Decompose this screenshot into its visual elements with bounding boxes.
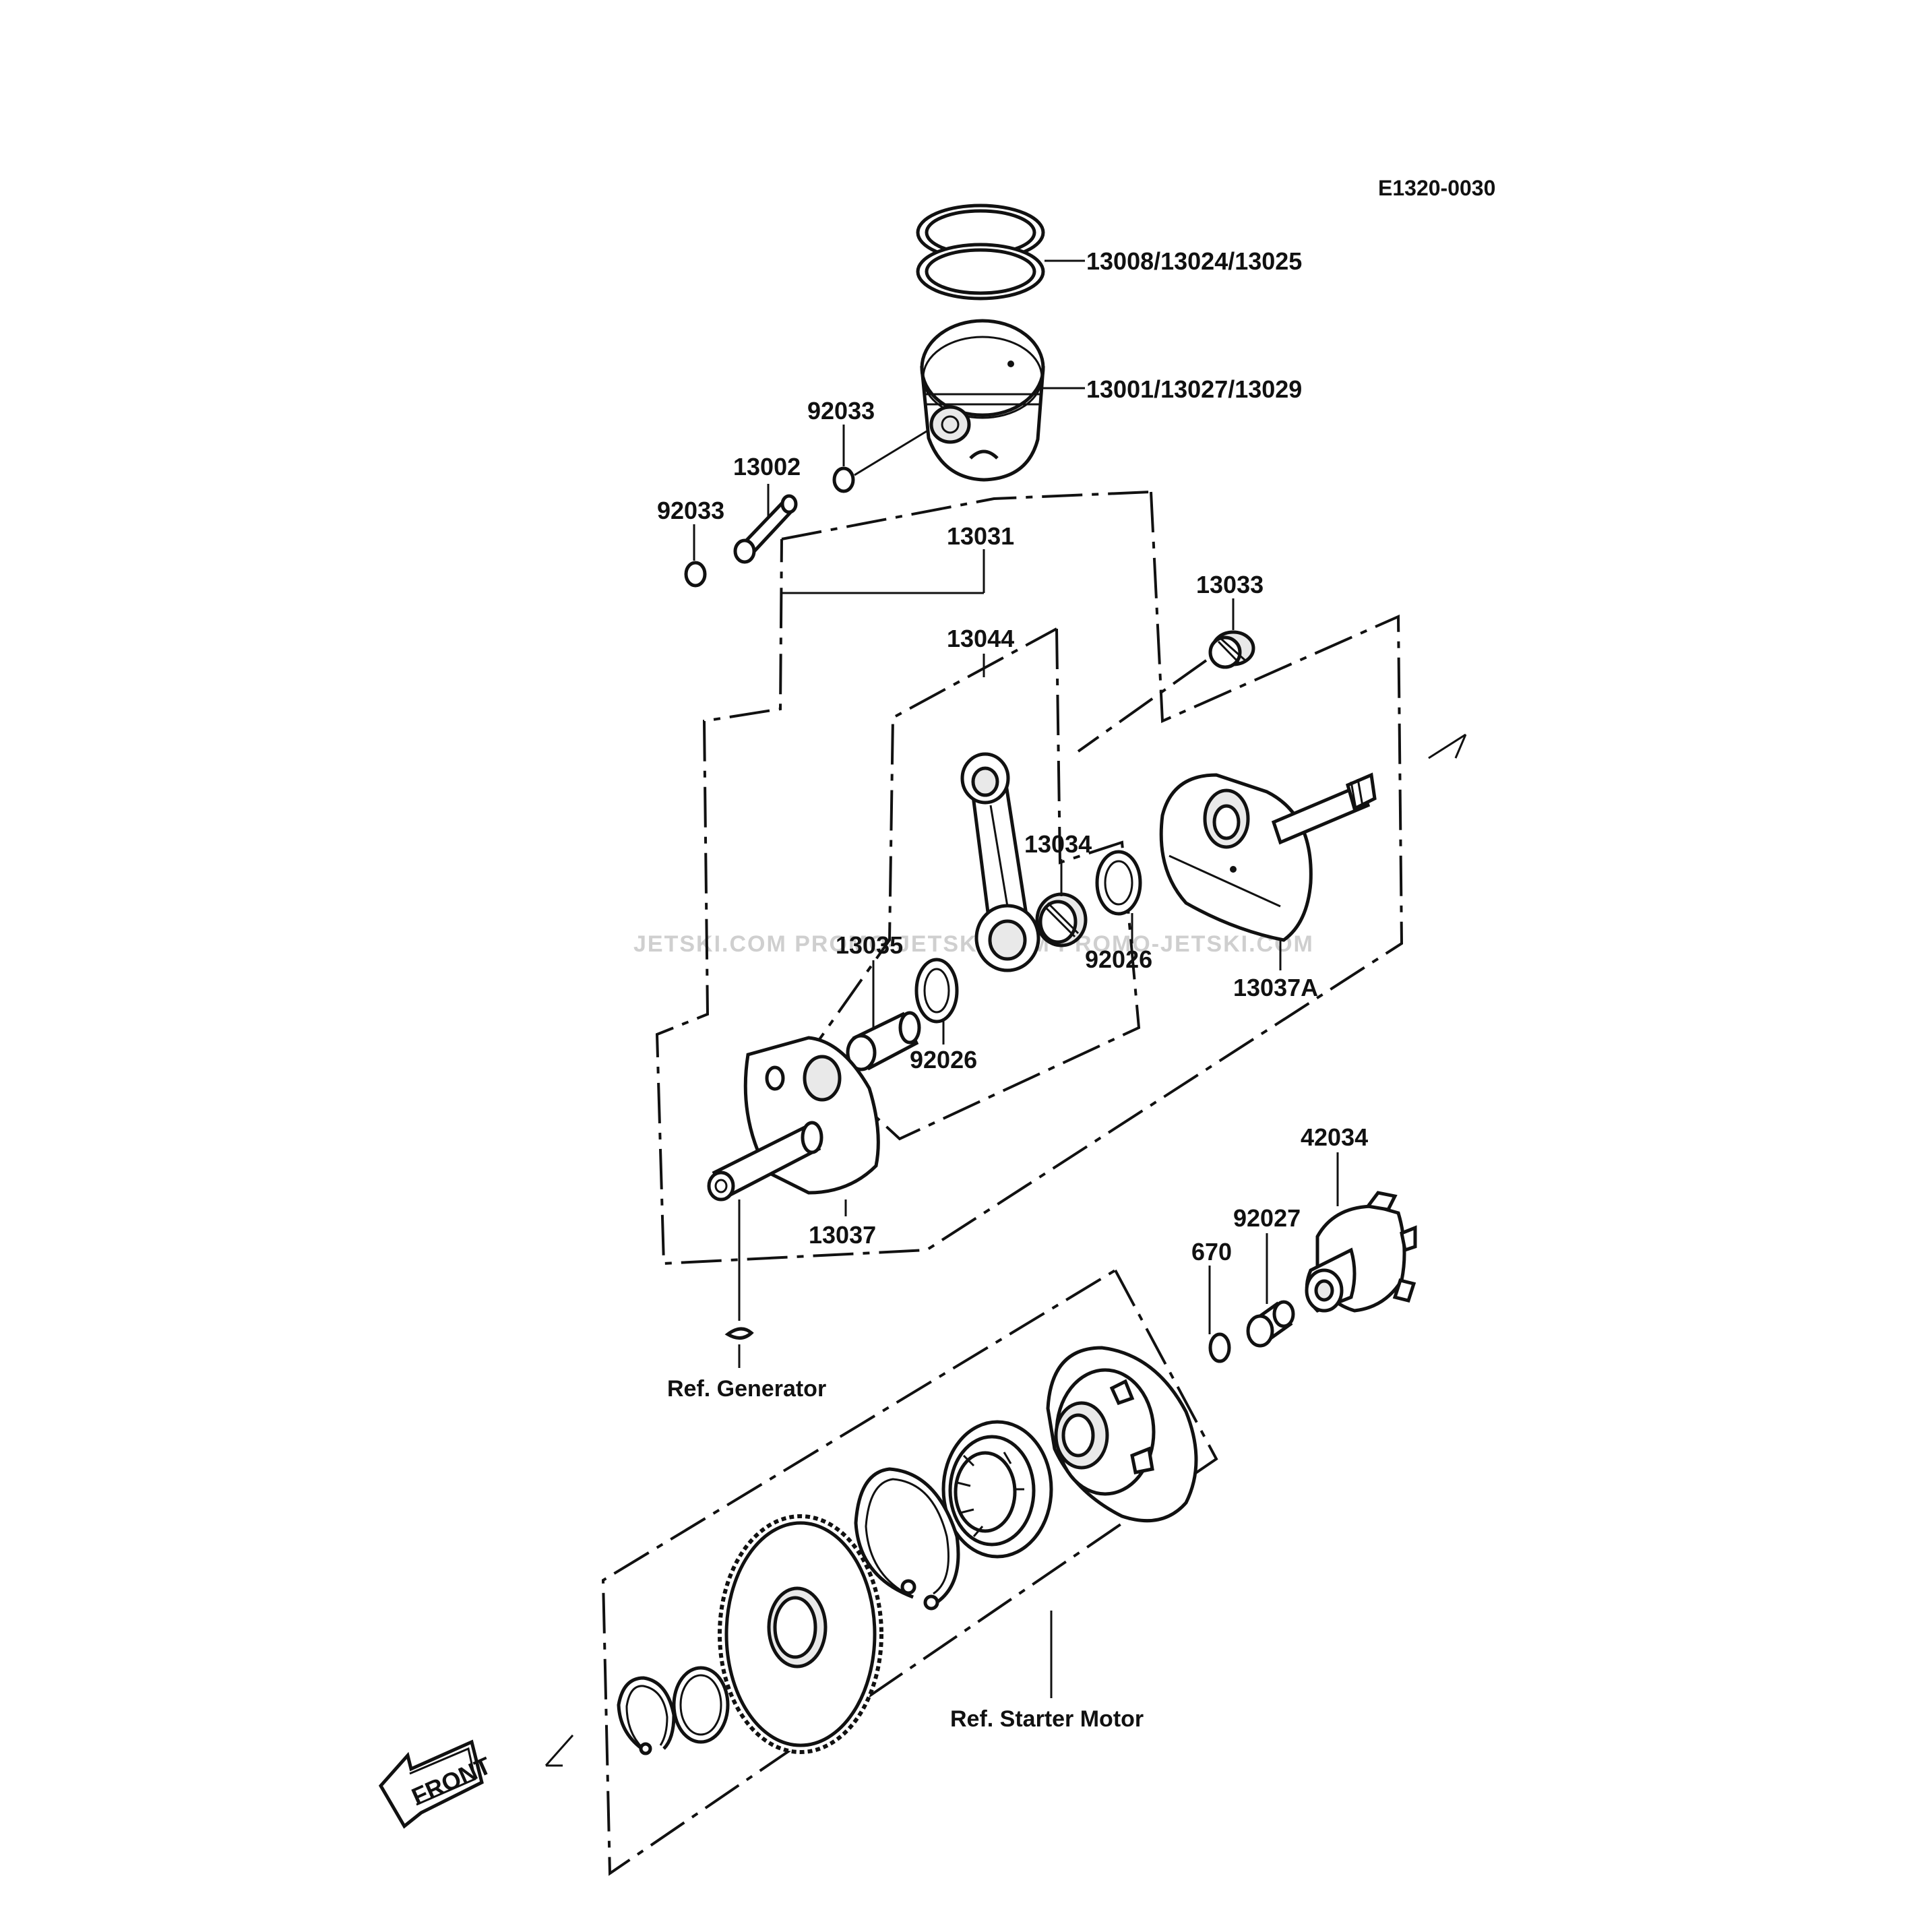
label-rod-assy: 13044 bbox=[947, 625, 1014, 652]
leader-clip-upper-to-piston bbox=[854, 430, 927, 476]
label-piston: 13001/13027/13029 bbox=[1086, 375, 1302, 403]
axis-mark-upper-b bbox=[1454, 734, 1467, 759]
label-oring: 670 bbox=[1191, 1238, 1232, 1266]
thrust-washer-left[interactable] bbox=[914, 958, 959, 1024]
woodruff-key[interactable] bbox=[724, 1327, 754, 1340]
label-flywheel-right: 13037A bbox=[1233, 974, 1318, 1001]
label-washer-right: 92026 bbox=[1085, 945, 1152, 973]
piston[interactable] bbox=[920, 319, 1045, 482]
small-end-bearing[interactable] bbox=[1208, 630, 1255, 669]
bushing[interactable] bbox=[1246, 1300, 1295, 1348]
starter-gear[interactable] bbox=[718, 1514, 883, 1754]
label-clip-upper: 92033 bbox=[807, 397, 875, 425]
diagram-code: E1320-0030 bbox=[1378, 176, 1495, 200]
label-pin: 13002 bbox=[733, 453, 801, 480]
piston-pin-clip-upper[interactable] bbox=[832, 466, 855, 493]
big-end-bearing[interactable] bbox=[1035, 892, 1088, 947]
dash-small-end bbox=[1077, 659, 1208, 753]
label-small-end: 13033 bbox=[1196, 571, 1264, 598]
label-washer-left: 92026 bbox=[910, 1046, 977, 1073]
label-crank-pin: 13035 bbox=[836, 931, 903, 959]
label-crank-assy: 13031 bbox=[947, 522, 1014, 550]
axis-mark-upper bbox=[1428, 733, 1466, 759]
front-arrow-icon: FRONT bbox=[378, 1739, 495, 1829]
crank-assy-outline bbox=[655, 491, 1404, 1266]
label-clip-lower: 92033 bbox=[657, 497, 724, 524]
label-big-end: 13034 bbox=[1024, 830, 1092, 858]
starter-washer[interactable] bbox=[672, 1666, 730, 1744]
crankshaft-flywheel-right[interactable] bbox=[1159, 772, 1377, 942]
crank-pin[interactable] bbox=[846, 1011, 921, 1071]
ref-generator: Ref. Generator bbox=[667, 1376, 826, 1402]
crankshaft-flywheel-left[interactable] bbox=[707, 1036, 880, 1202]
thrust-washer-right[interactable] bbox=[1095, 850, 1142, 916]
label-flywheel-left: 13037 bbox=[809, 1221, 876, 1249]
starter-clutch-housing[interactable] bbox=[1046, 1346, 1198, 1523]
piston-rings[interactable] bbox=[916, 204, 1045, 301]
connecting-rod[interactable] bbox=[960, 752, 1040, 972]
starter-assy-outline bbox=[601, 1269, 1218, 1876]
ref-starter-motor: Ref. Starter Motor bbox=[950, 1706, 1144, 1732]
rod-assy-outline bbox=[807, 627, 1141, 1141]
piston-pin[interactable] bbox=[733, 494, 798, 564]
piston-pin-clip-lower[interactable] bbox=[684, 561, 707, 588]
coupling[interactable] bbox=[1305, 1191, 1417, 1313]
o-ring[interactable] bbox=[1208, 1332, 1231, 1363]
axis-mark-lower bbox=[544, 1735, 574, 1766]
snap-ring[interactable] bbox=[617, 1676, 676, 1755]
watermark-text: JETSKI.COM PROMO-JETSKI.COM PROMO-JETSKI… bbox=[633, 931, 1314, 957]
label-rings: 13008/13024/13025 bbox=[1086, 247, 1302, 275]
label-bushing: 92027 bbox=[1233, 1204, 1301, 1232]
one-way-clutch[interactable] bbox=[941, 1420, 1053, 1559]
label-coupling: 42034 bbox=[1301, 1123, 1368, 1151]
crank-assy-outline-top bbox=[781, 491, 1152, 540]
circlip[interactable] bbox=[854, 1467, 960, 1611]
